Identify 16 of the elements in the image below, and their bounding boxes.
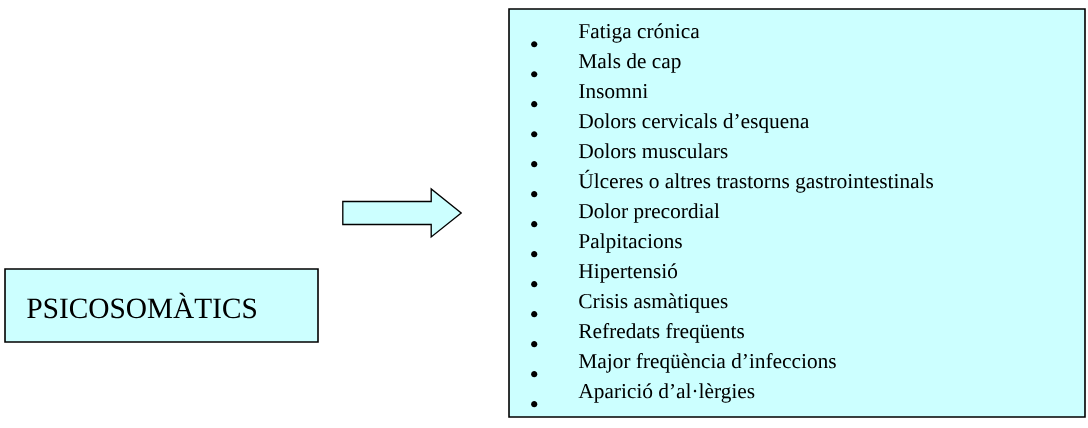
list-item: Major freqüència d’infeccions — [578, 353, 836, 373]
list-item: Palpitacions — [578, 233, 682, 253]
list-item: Fatiga crónica — [578, 23, 700, 43]
label-box: PSICOSOMÀTICS — [4, 268, 319, 343]
list-item: Insomni — [579, 84, 648, 99]
list-item: Refredats freqüents — [578, 323, 744, 343]
list-item: Hipertensió — [578, 263, 678, 283]
list-item: Dolor precordial — [578, 203, 720, 223]
list-item: Crisis asmàtiques — [579, 293, 728, 313]
list-box — [508, 8, 1086, 418]
block-arrow — [342, 187, 463, 239]
list-item: Aparició d’al·lèrgies — [578, 383, 755, 403]
list-item: Dolors musculars — [578, 143, 728, 159]
list-item: Dolors cervicals d’esquena — [578, 113, 810, 133]
list-item: Mals de cap — [578, 53, 681, 73]
list-item: Úlceres o altres trastorns gastrointestinals — [578, 169, 934, 193]
